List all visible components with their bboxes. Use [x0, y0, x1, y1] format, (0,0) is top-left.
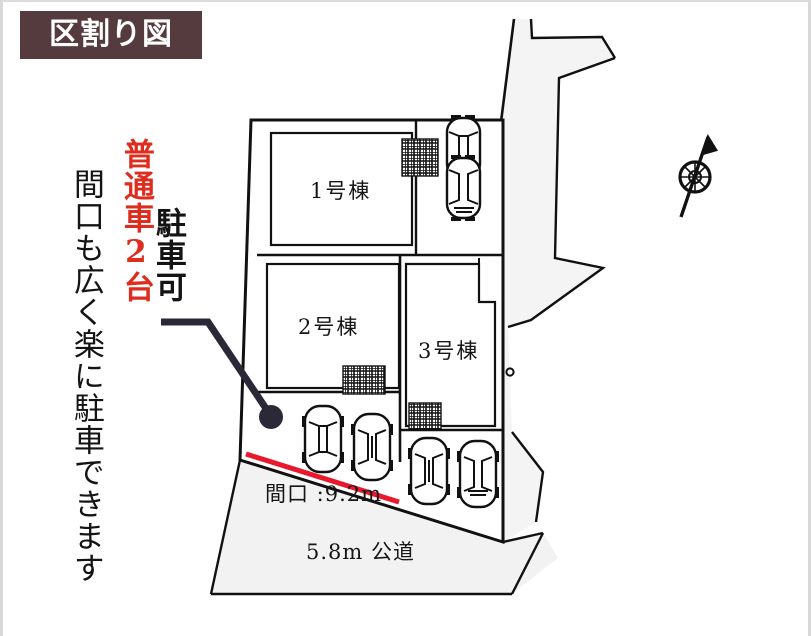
- building-1-label: 1号棟: [310, 179, 372, 203]
- page-title: 区割り図: [49, 17, 173, 52]
- building-1-footprint: [269, 131, 414, 247]
- site-plan-drawing: [209, 18, 719, 596]
- car-lot1-b: [445, 155, 482, 221]
- public-road-strip: [209, 459, 558, 596]
- building-3-label: 3号棟: [418, 339, 480, 363]
- callout-parking-capacity-rest: 駐車可: [149, 207, 186, 303]
- callout-wide-frontage: 間口も広く楽に駐車できます: [67, 168, 104, 584]
- entrance-apron-1: [401, 138, 439, 177]
- callout-parking-capacity-highlight: 普通車2台: [117, 138, 154, 303]
- car-lot3-a: [408, 436, 450, 506]
- utility-pole-marker: [505, 367, 515, 377]
- entrance-apron-3: [408, 402, 442, 430]
- frontage-line: [245, 451, 400, 505]
- frontage-dimension-label: 間口 :9.2m: [265, 482, 383, 506]
- callout-parking-capacity: 普通車2台駐車可: [117, 138, 186, 308]
- page-title-bar: 区割り図: [20, 11, 202, 59]
- north-arrow-icon: [678, 133, 719, 218]
- car-lot3-b: [457, 439, 499, 509]
- building-3-footprint: [404, 258, 497, 428]
- building-2-label: 2号棟: [298, 315, 360, 339]
- car-lot2-b: [351, 412, 393, 482]
- callout-leader-line: [161, 318, 283, 429]
- road-dimension-label: 5.8m 公道: [306, 540, 415, 564]
- entrance-apron-2: [342, 365, 386, 395]
- car-lot2-a: [302, 404, 344, 474]
